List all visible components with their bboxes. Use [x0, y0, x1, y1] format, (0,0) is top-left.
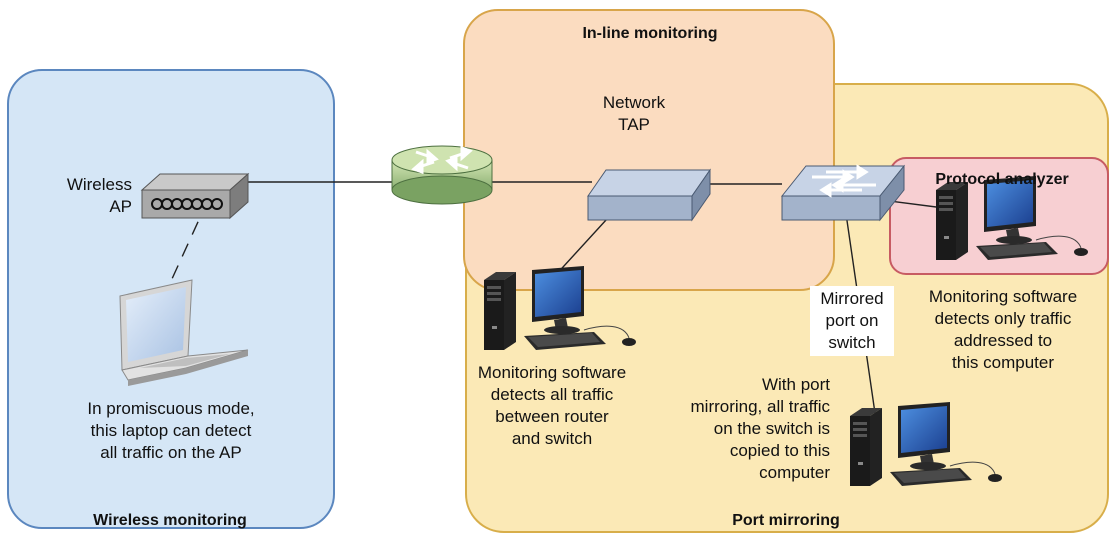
- inline-monitoring-title: In-line monitoring: [582, 25, 718, 42]
- caption-line: mirroring, all traffic: [690, 397, 831, 416]
- mirrored-port-label: Mirrored port on switch: [810, 286, 894, 356]
- caption-line: With port: [761, 375, 830, 394]
- wireless-ap-label: Wireless AP: [30, 174, 132, 218]
- tap-label-line: TAP: [618, 115, 650, 134]
- mirrored-port-line: Mirrored: [820, 289, 884, 308]
- protocol-analyzer-title: Protocol analyzer: [935, 171, 1069, 188]
- caption-line: computer: [759, 463, 830, 482]
- network-tap-label: Network TAP: [584, 92, 684, 136]
- mirrored-port-line: port on: [825, 311, 879, 330]
- caption-line: addressed to: [953, 331, 1053, 350]
- caption-line: In promiscuous mode,: [87, 399, 255, 418]
- wireless-monitoring-title: Wireless monitoring: [93, 512, 247, 529]
- wireless-link: [165, 199, 209, 293]
- caption-line: all traffic on the AP: [100, 443, 242, 462]
- switch-icon: [780, 164, 906, 222]
- mirrored-port-line: switch: [828, 333, 876, 352]
- tap-label-line: Network: [602, 93, 666, 112]
- caption-line: copied to this: [729, 441, 830, 460]
- caption-line: Monitoring software: [928, 287, 1078, 306]
- port-mirroring-title: Port mirroring: [732, 512, 840, 529]
- network-tap-icon: [587, 168, 711, 222]
- ap-label-line: AP: [109, 197, 132, 216]
- laptop-caption: In promiscuous mode, this laptop can det…: [50, 398, 292, 464]
- caption-line: this laptop can detect: [90, 421, 252, 440]
- router-icon: [391, 145, 493, 205]
- caption-line: and switch: [511, 429, 593, 448]
- caption-line: detects all traffic: [490, 385, 614, 404]
- caption-line: between router: [495, 407, 609, 426]
- inline-monitoring-zone: [463, 9, 835, 291]
- mirror-computer-caption: With port mirroring, all traffic on the …: [646, 374, 831, 484]
- caption-line: detects only traffic: [934, 309, 1072, 328]
- wireless-ap-icon: [140, 172, 250, 220]
- tap-computer-caption: Monitoring software detects all traffic …: [462, 362, 642, 450]
- laptop-icon: [119, 279, 249, 386]
- analyzer-computer-caption: Monitoring software detects only traffic…: [910, 286, 1096, 374]
- ap-label-line: Wireless: [66, 175, 132, 194]
- caption-line: this computer: [951, 353, 1055, 372]
- caption-line: Monitoring software: [477, 363, 627, 382]
- caption-line: on the switch is: [713, 419, 830, 438]
